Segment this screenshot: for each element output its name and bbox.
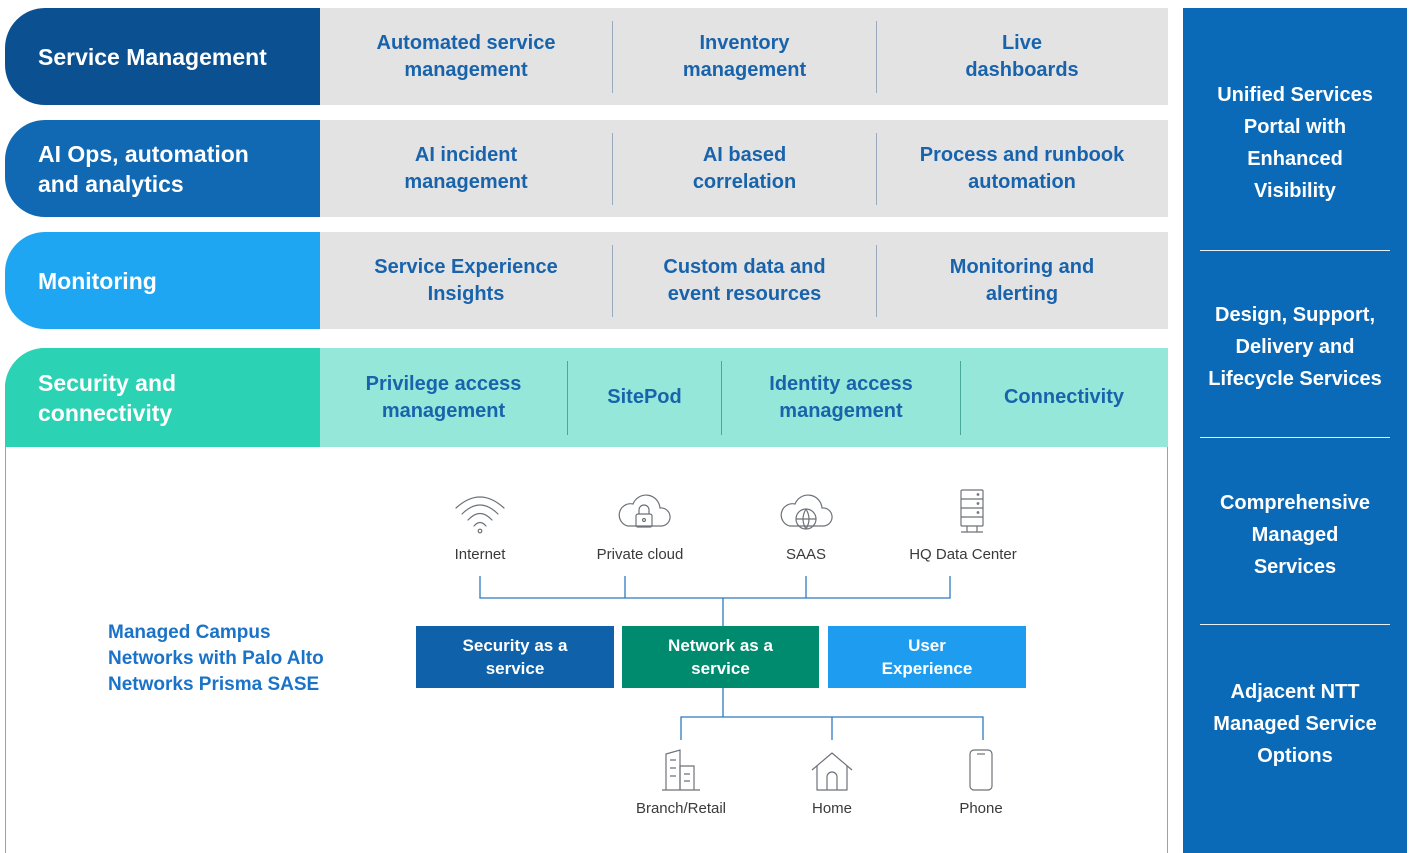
panel-divider: [1200, 624, 1390, 625]
wifi-icon: [455, 496, 505, 534]
divider: [876, 20, 877, 93]
node-label-home: Home: [811, 800, 852, 817]
cloud-globe-icon: [780, 494, 833, 530]
top-connector: [479, 576, 951, 599]
row-label: Service Management: [5, 8, 345, 105]
divider: [612, 244, 613, 317]
panel-divider: [1200, 437, 1390, 438]
node-label-branch-retail: Branch/Retail: [635, 800, 727, 817]
node-label-internet: Internet: [454, 546, 506, 563]
buildings-icon: [662, 749, 700, 791]
divider: [721, 360, 722, 435]
cloud-lock-icon: [618, 494, 671, 528]
divider: [960, 360, 961, 435]
phone-icon: [969, 749, 993, 791]
row-label: Monitoring: [5, 232, 345, 329]
divider: [567, 360, 568, 435]
node-label-phone: Phone: [959, 800, 1003, 817]
node-label-private-cloud: Private cloud: [596, 546, 684, 563]
item-sitepod: SitePod: [607, 386, 682, 408]
row-label-text: Service Management: [38, 43, 267, 70]
divider: [612, 132, 613, 205]
divider: [612, 20, 613, 93]
node-label-saas: SAAS: [785, 546, 827, 563]
item-connectivity: Connectivity: [1003, 386, 1125, 408]
server-icon: [960, 489, 984, 533]
home-icon: [811, 752, 853, 791]
divider: [876, 244, 877, 317]
panel-divider: [1200, 250, 1390, 251]
node-label-hq-data-center: HQ Data Center: [909, 546, 1017, 563]
divider: [876, 132, 877, 205]
bottom-connector: [680, 716, 984, 740]
row-label-text: Monitoring: [38, 267, 157, 294]
